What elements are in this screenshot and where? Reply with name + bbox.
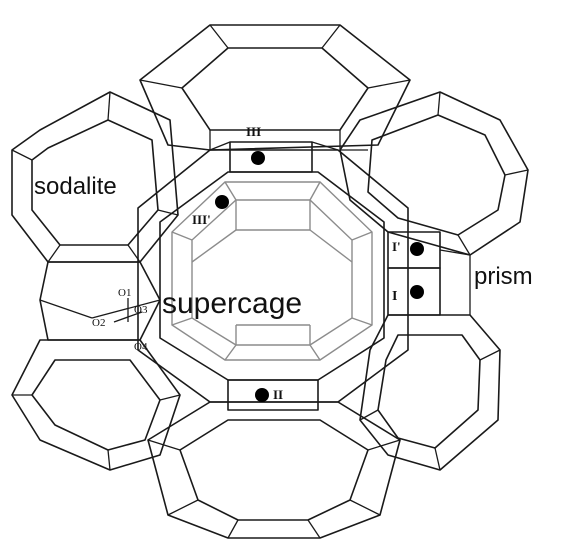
cation-dot-i-prime bbox=[410, 242, 424, 256]
site-label-iii-prime: III' bbox=[192, 212, 211, 227]
label-sodalite: sodalite bbox=[34, 173, 117, 200]
cation-sites: III III' I' I II bbox=[192, 124, 424, 402]
site-label-i-prime: I' bbox=[392, 239, 401, 254]
cation-dot-ii bbox=[255, 388, 269, 402]
oxygen-label-o3: O3 bbox=[134, 304, 148, 316]
prism-top bbox=[209, 141, 339, 173]
prism-right bbox=[387, 231, 471, 316]
site-label-ii: II bbox=[273, 387, 283, 402]
label-prism: prism bbox=[474, 263, 533, 290]
cation-dot-i bbox=[410, 285, 424, 299]
oxygen-label-o2: O2 bbox=[92, 317, 105, 329]
site-label-iii: III bbox=[246, 124, 261, 139]
label-supercage: supercage bbox=[162, 287, 302, 320]
supercage-inner-wireframe bbox=[171, 181, 373, 361]
prism-bottom bbox=[227, 379, 319, 411]
cation-dot-iii bbox=[251, 151, 265, 165]
oxygen-sites: O1 O2 O3 O4 bbox=[92, 287, 148, 353]
sodalite-cage-upper-right bbox=[339, 91, 529, 256]
cation-dot-iii-prime bbox=[215, 195, 229, 209]
oxygen-label-o4: O4 bbox=[134, 341, 148, 353]
sodalite-cage-bottom bbox=[147, 401, 401, 539]
oxygen-label-o1: O1 bbox=[118, 287, 131, 299]
sodalite-cage-top bbox=[139, 24, 411, 151]
sodalite-cage-lower-right bbox=[359, 314, 501, 471]
sodalite-cage-lower-left bbox=[11, 339, 181, 471]
site-label-i: I bbox=[392, 289, 397, 304]
